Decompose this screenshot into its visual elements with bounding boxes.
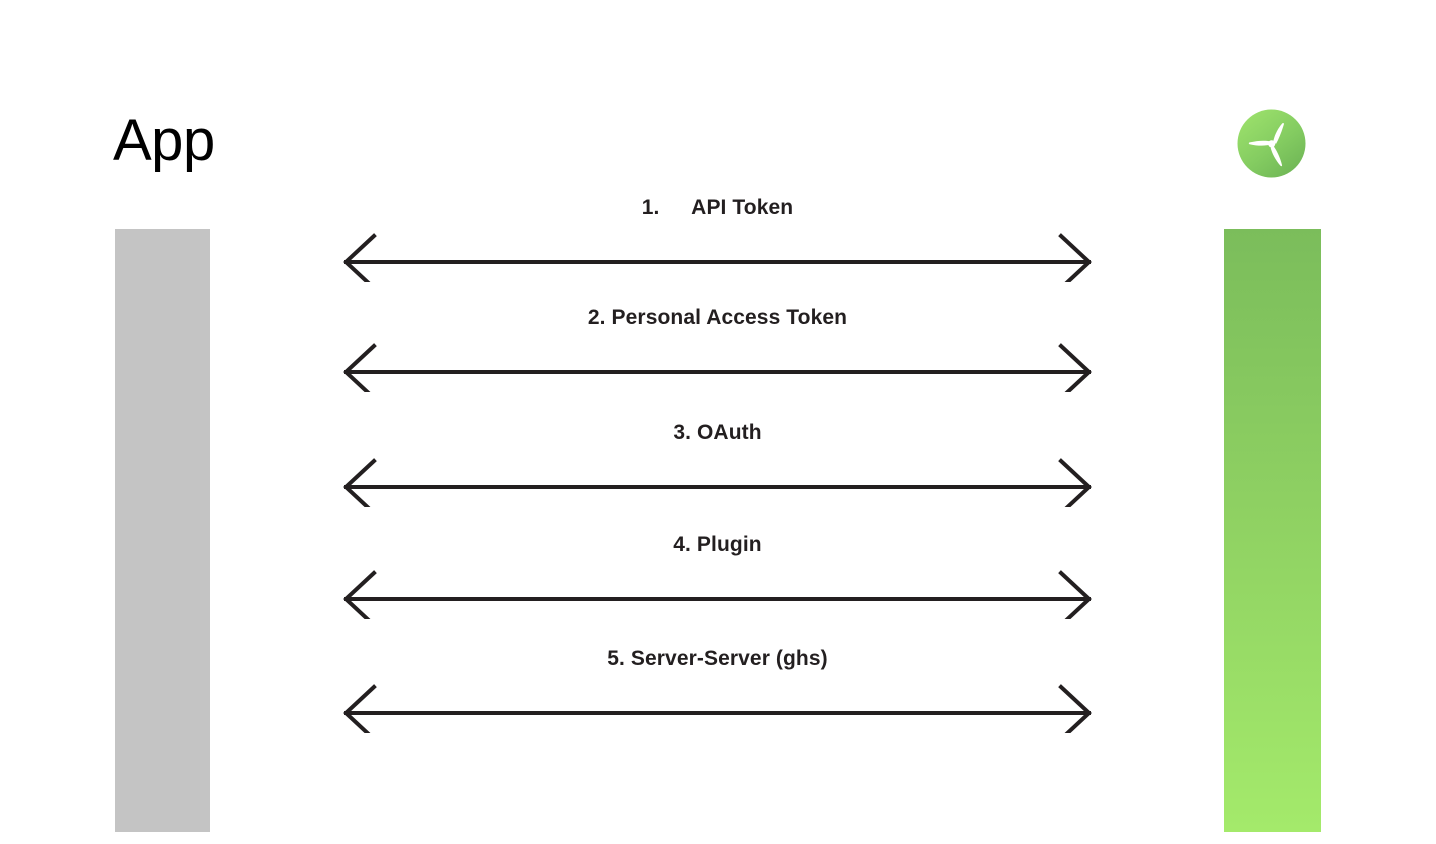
message-row-2: 2. Personal Access Token	[340, 306, 1095, 396]
left-actor-title: App	[113, 108, 215, 173]
message-arrow-4	[340, 561, 1095, 619]
message-label-2: 2. Personal Access Token	[587, 306, 848, 329]
message-arrow-5	[340, 675, 1095, 733]
message-label-4: 4. Plugin	[673, 533, 762, 556]
message-arrow-3	[340, 449, 1095, 507]
right-actor-lifeline	[1224, 229, 1321, 832]
message-arrow-2	[340, 334, 1095, 392]
message-row-1: 1. API Token	[340, 196, 1095, 286]
left-actor-lifeline	[115, 229, 210, 832]
message-row-4: 4. Plugin	[340, 533, 1095, 623]
message-row-3: 3. OAuth	[340, 421, 1095, 511]
propeller-logo-icon	[1237, 109, 1306, 178]
message-arrow-1	[340, 224, 1095, 282]
message-label-5: 5. Server-Server (ghs)	[607, 647, 828, 670]
message-row-5: 5. Server-Server (ghs)	[340, 647, 1095, 737]
message-label-3: 3. OAuth	[673, 421, 762, 444]
message-label-1: 1. API Token	[641, 196, 794, 219]
